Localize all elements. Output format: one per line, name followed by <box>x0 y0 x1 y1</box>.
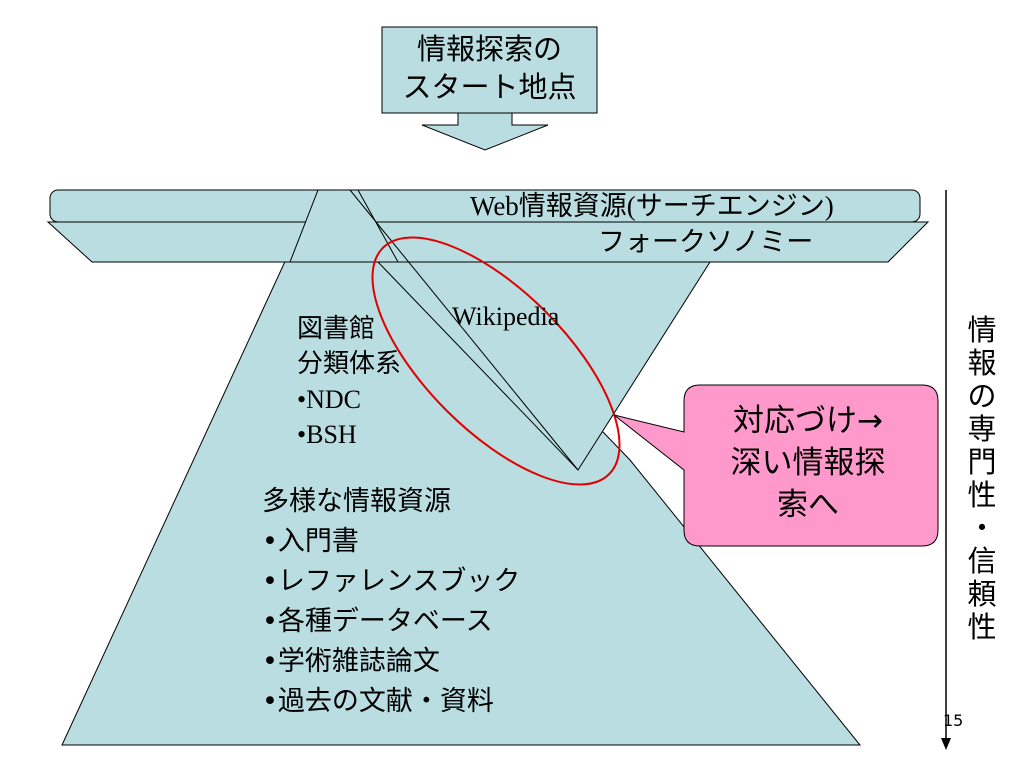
folksonomy-label: フォークソノミー <box>598 227 814 258</box>
vertical-char: 頼 <box>967 577 997 611</box>
vertical-char: 情 <box>967 313 997 347</box>
callout-line-2: 深い情報探 <box>730 445 886 481</box>
start-box-line-2: スタート地点 <box>402 70 577 104</box>
resources-item: •入門書 <box>262 526 359 557</box>
callout-line-3: 索へ <box>777 487 839 523</box>
resources-block: 多様な情報資源 •入門書 •レファレンスブック •各種データベース •学術雑誌論… <box>262 482 520 722</box>
start-box-line-1: 情報探索の <box>416 32 562 66</box>
library-item-bsh: •BSH <box>297 420 357 449</box>
callout-bubble <box>613 384 939 547</box>
callout-label: 対応づけ→ 深い情報探 索へ <box>686 400 930 526</box>
page-number: 15 <box>943 711 964 730</box>
vertical-axis-arrowhead <box>941 738 951 750</box>
resources-item: •レファレンスブック <box>262 566 521 597</box>
web-resources-label: Web情報資源(サーチエンジン) <box>470 191 834 221</box>
vertical-char: ・ <box>967 511 997 545</box>
web-band <box>49 189 921 223</box>
resources-title: 多様な情報資源 <box>262 486 451 517</box>
start-box-label: 情報探索の スタート地点 <box>382 30 597 106</box>
library-line-1: 図書館 <box>297 314 376 344</box>
wikipedia-triangle <box>376 261 711 471</box>
vertical-char: 報 <box>967 346 997 380</box>
vertical-char: 専 <box>967 412 997 446</box>
vertical-char: 信 <box>967 544 997 578</box>
vertical-char: の <box>967 379 997 413</box>
start-arrow <box>421 112 549 151</box>
vertical-char: 門 <box>967 445 997 479</box>
wikipedia-label: Wikipedia <box>452 302 560 331</box>
start-box <box>381 26 598 114</box>
resources-item: •各種データベース <box>262 606 493 637</box>
diagonal-edge <box>349 189 579 471</box>
vertical-axis-label: 情 報 の 専 門 性 ・ 信 頼 性 <box>962 314 1002 644</box>
resources-item: •学術雑誌論文 <box>262 646 440 677</box>
library-block: 図書館 分類体系 •NDC •BSH <box>297 312 401 452</box>
callout-line-1: 対応づけ→ <box>733 403 883 439</box>
library-item-ndc: •NDC <box>297 385 361 414</box>
resources-item: •過去の文献・資料 <box>262 686 494 717</box>
vertical-char: 性 <box>967 610 997 644</box>
library-line-2: 分類体系 <box>297 349 402 379</box>
highlight-ellipse <box>371 236 621 486</box>
vertical-char: 性 <box>967 478 997 512</box>
